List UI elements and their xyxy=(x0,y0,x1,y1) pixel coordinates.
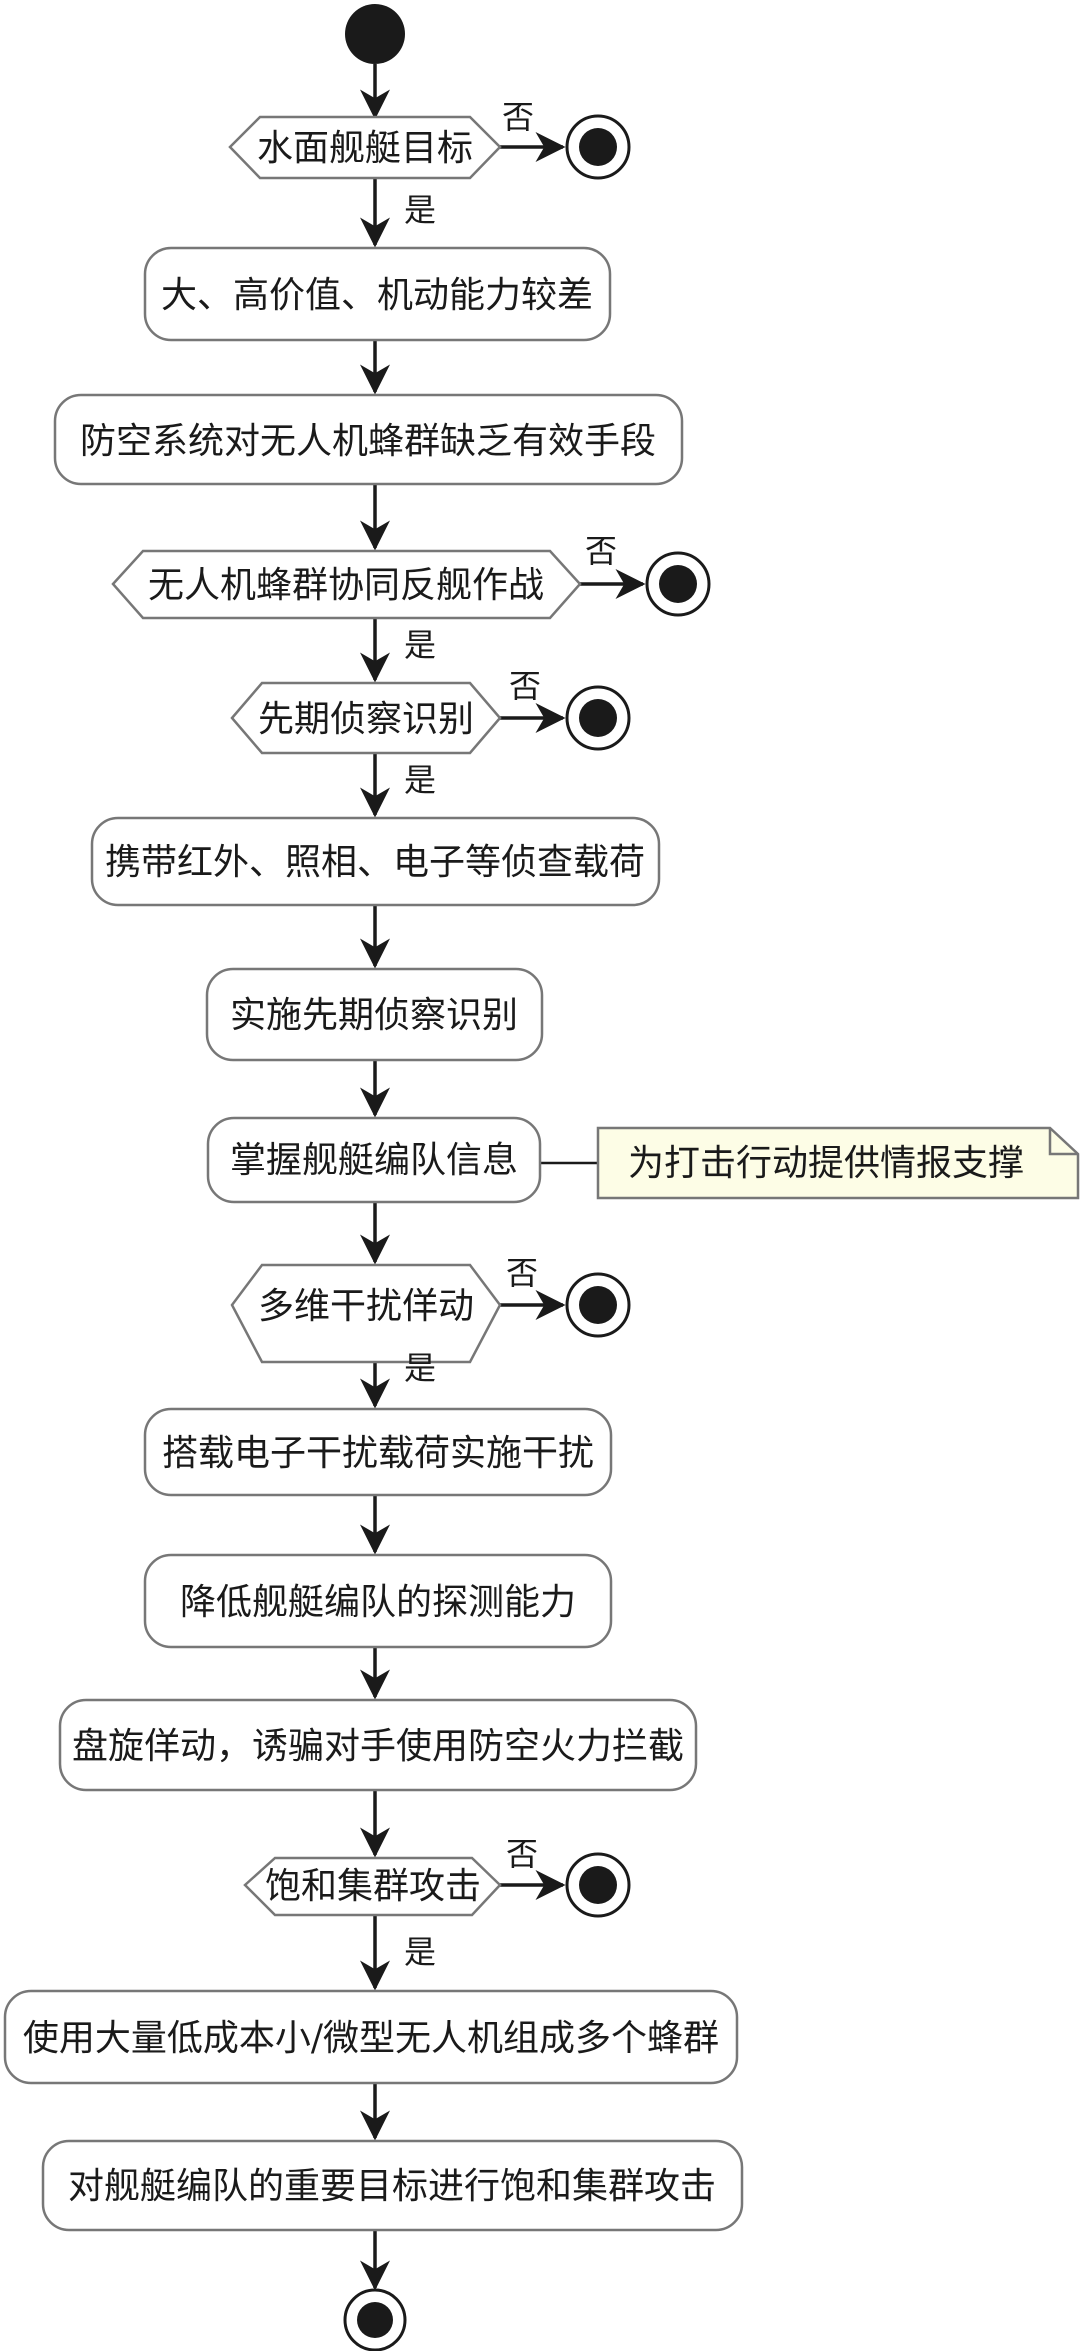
action-many-swarms xyxy=(3,1989,739,2085)
yes-label: 是 xyxy=(404,1349,436,1387)
action-target-traits xyxy=(143,246,612,342)
decision-saturation-attack-label: 饱和集群攻击 xyxy=(265,1866,481,1907)
decision-swarm-antiship-label: 无人机蜂群协同反舰作战 xyxy=(148,565,544,606)
final-node xyxy=(565,114,631,180)
note-intel-support-label: 为打击行动提供情报支撑 xyxy=(628,1143,1024,1184)
action-target-traits-label: 大、高价值、机动能力较差 xyxy=(161,275,593,316)
action-air-defense-gap xyxy=(53,393,684,486)
decision-multi-jamming-label: 多维干扰佯动 xyxy=(258,1286,474,1327)
no-label: 否 xyxy=(509,667,541,705)
final-node xyxy=(645,551,711,617)
action-many-swarms-label: 使用大量低成本小/微型无人机组成多个蜂群 xyxy=(23,2018,719,2059)
decision-swarm-antiship xyxy=(111,549,582,620)
action-carry-payloads-label: 携带红外、照相、电子等侦查载荷 xyxy=(105,842,645,883)
action-saturation-strike xyxy=(41,2139,744,2232)
action-master-fleet-info xyxy=(206,1116,542,1204)
final-node xyxy=(343,2288,407,2351)
action-carry-payloads xyxy=(90,816,661,907)
action-implement-recon xyxy=(205,967,544,1062)
action-hover-decoy xyxy=(58,1698,698,1792)
action-master-fleet-info-label: 掌握舰艇编队信息 xyxy=(230,1140,518,1181)
action-electronic-jamming-label: 搭载电子干扰载荷实施干扰 xyxy=(162,1433,594,1474)
final-node xyxy=(565,685,631,751)
decision-saturation-attack xyxy=(243,1856,502,1917)
action-reduce-detection xyxy=(143,1553,613,1649)
action-implement-recon-label: 实施先期侦察识别 xyxy=(230,995,518,1036)
flow-edges xyxy=(360,64,646,2291)
action-hover-decoy-label: 盘旋佯动，诱骗对手使用防空火力拦截 xyxy=(72,1726,684,1767)
decision-early-recon xyxy=(230,681,502,755)
start-node xyxy=(345,4,405,64)
action-saturation-strike-label: 对舰艇编队的重要目标进行饱和集群攻击 xyxy=(68,2166,716,2207)
decision-multi-jamming xyxy=(230,1263,502,1364)
action-reduce-detection-label: 降低舰艇编队的探测能力 xyxy=(180,1582,576,1623)
no-label: 否 xyxy=(502,98,534,136)
decision-early-recon-label: 先期侦察识别 xyxy=(258,699,474,740)
final-node xyxy=(565,1272,631,1338)
no-label: 否 xyxy=(585,532,617,570)
action-electronic-jamming xyxy=(143,1407,613,1497)
yes-label: 是 xyxy=(404,761,436,799)
note-intel-support: 为打击行动提供情报支撑 xyxy=(596,1126,1080,1200)
no-label: 否 xyxy=(506,1254,538,1292)
decision-surface-ship xyxy=(228,115,502,180)
action-air-defense-gap-label: 防空系统对无人机蜂群缺乏有效手段 xyxy=(80,421,656,462)
yes-label: 是 xyxy=(404,626,436,664)
no-label: 否 xyxy=(506,1835,538,1873)
final-node xyxy=(565,1852,631,1918)
yes-label: 是 xyxy=(404,191,436,229)
decision-surface-ship-label: 水面舰艇目标 xyxy=(257,128,473,169)
yes-label: 是 xyxy=(404,1933,436,1971)
